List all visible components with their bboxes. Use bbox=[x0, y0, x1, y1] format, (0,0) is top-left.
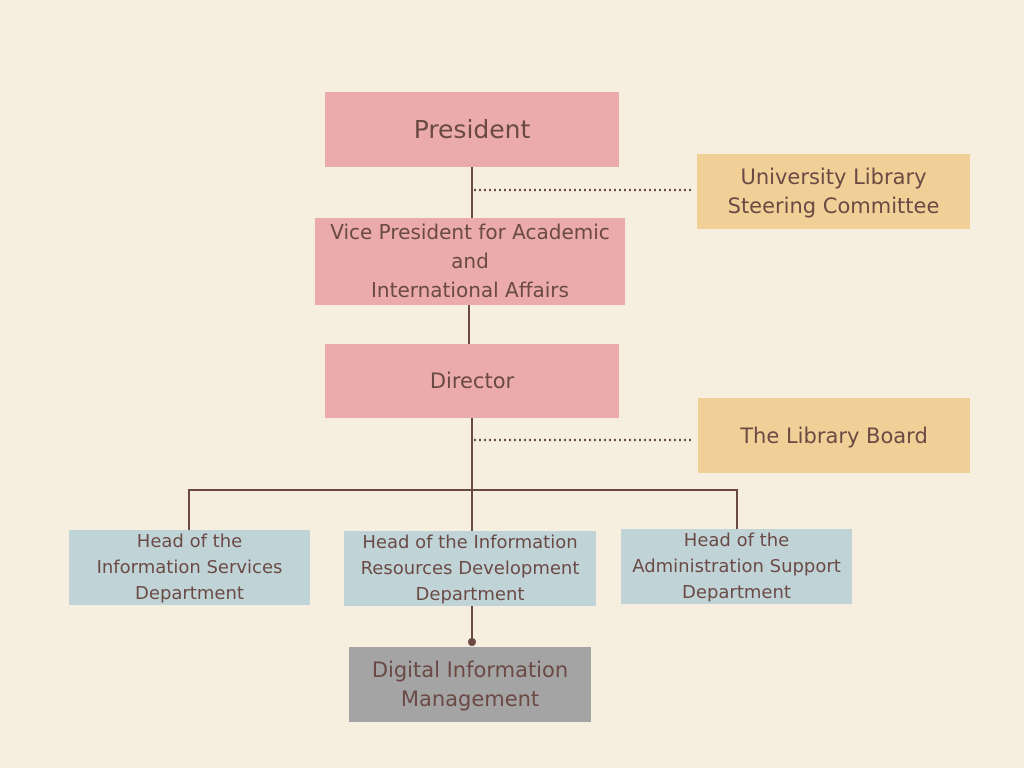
vice-president-box: Vice President for Academic and Internat… bbox=[315, 218, 625, 305]
library-board-box: The Library Board bbox=[698, 398, 970, 473]
digital-information-management-box: Digital Information Management bbox=[349, 647, 591, 722]
steering-committee-box: University Library Steering Committee bbox=[697, 154, 970, 229]
connector-dot bbox=[468, 638, 476, 646]
president-box: President bbox=[325, 92, 619, 167]
head-administration-support-box: Head of the Administration Support Depar… bbox=[621, 529, 852, 604]
head-information-services-box: Head of the Information Services Departm… bbox=[69, 530, 310, 605]
director-box: Director bbox=[325, 344, 619, 418]
head-information-resources-box: Head of the Information Resources Develo… bbox=[344, 531, 596, 606]
